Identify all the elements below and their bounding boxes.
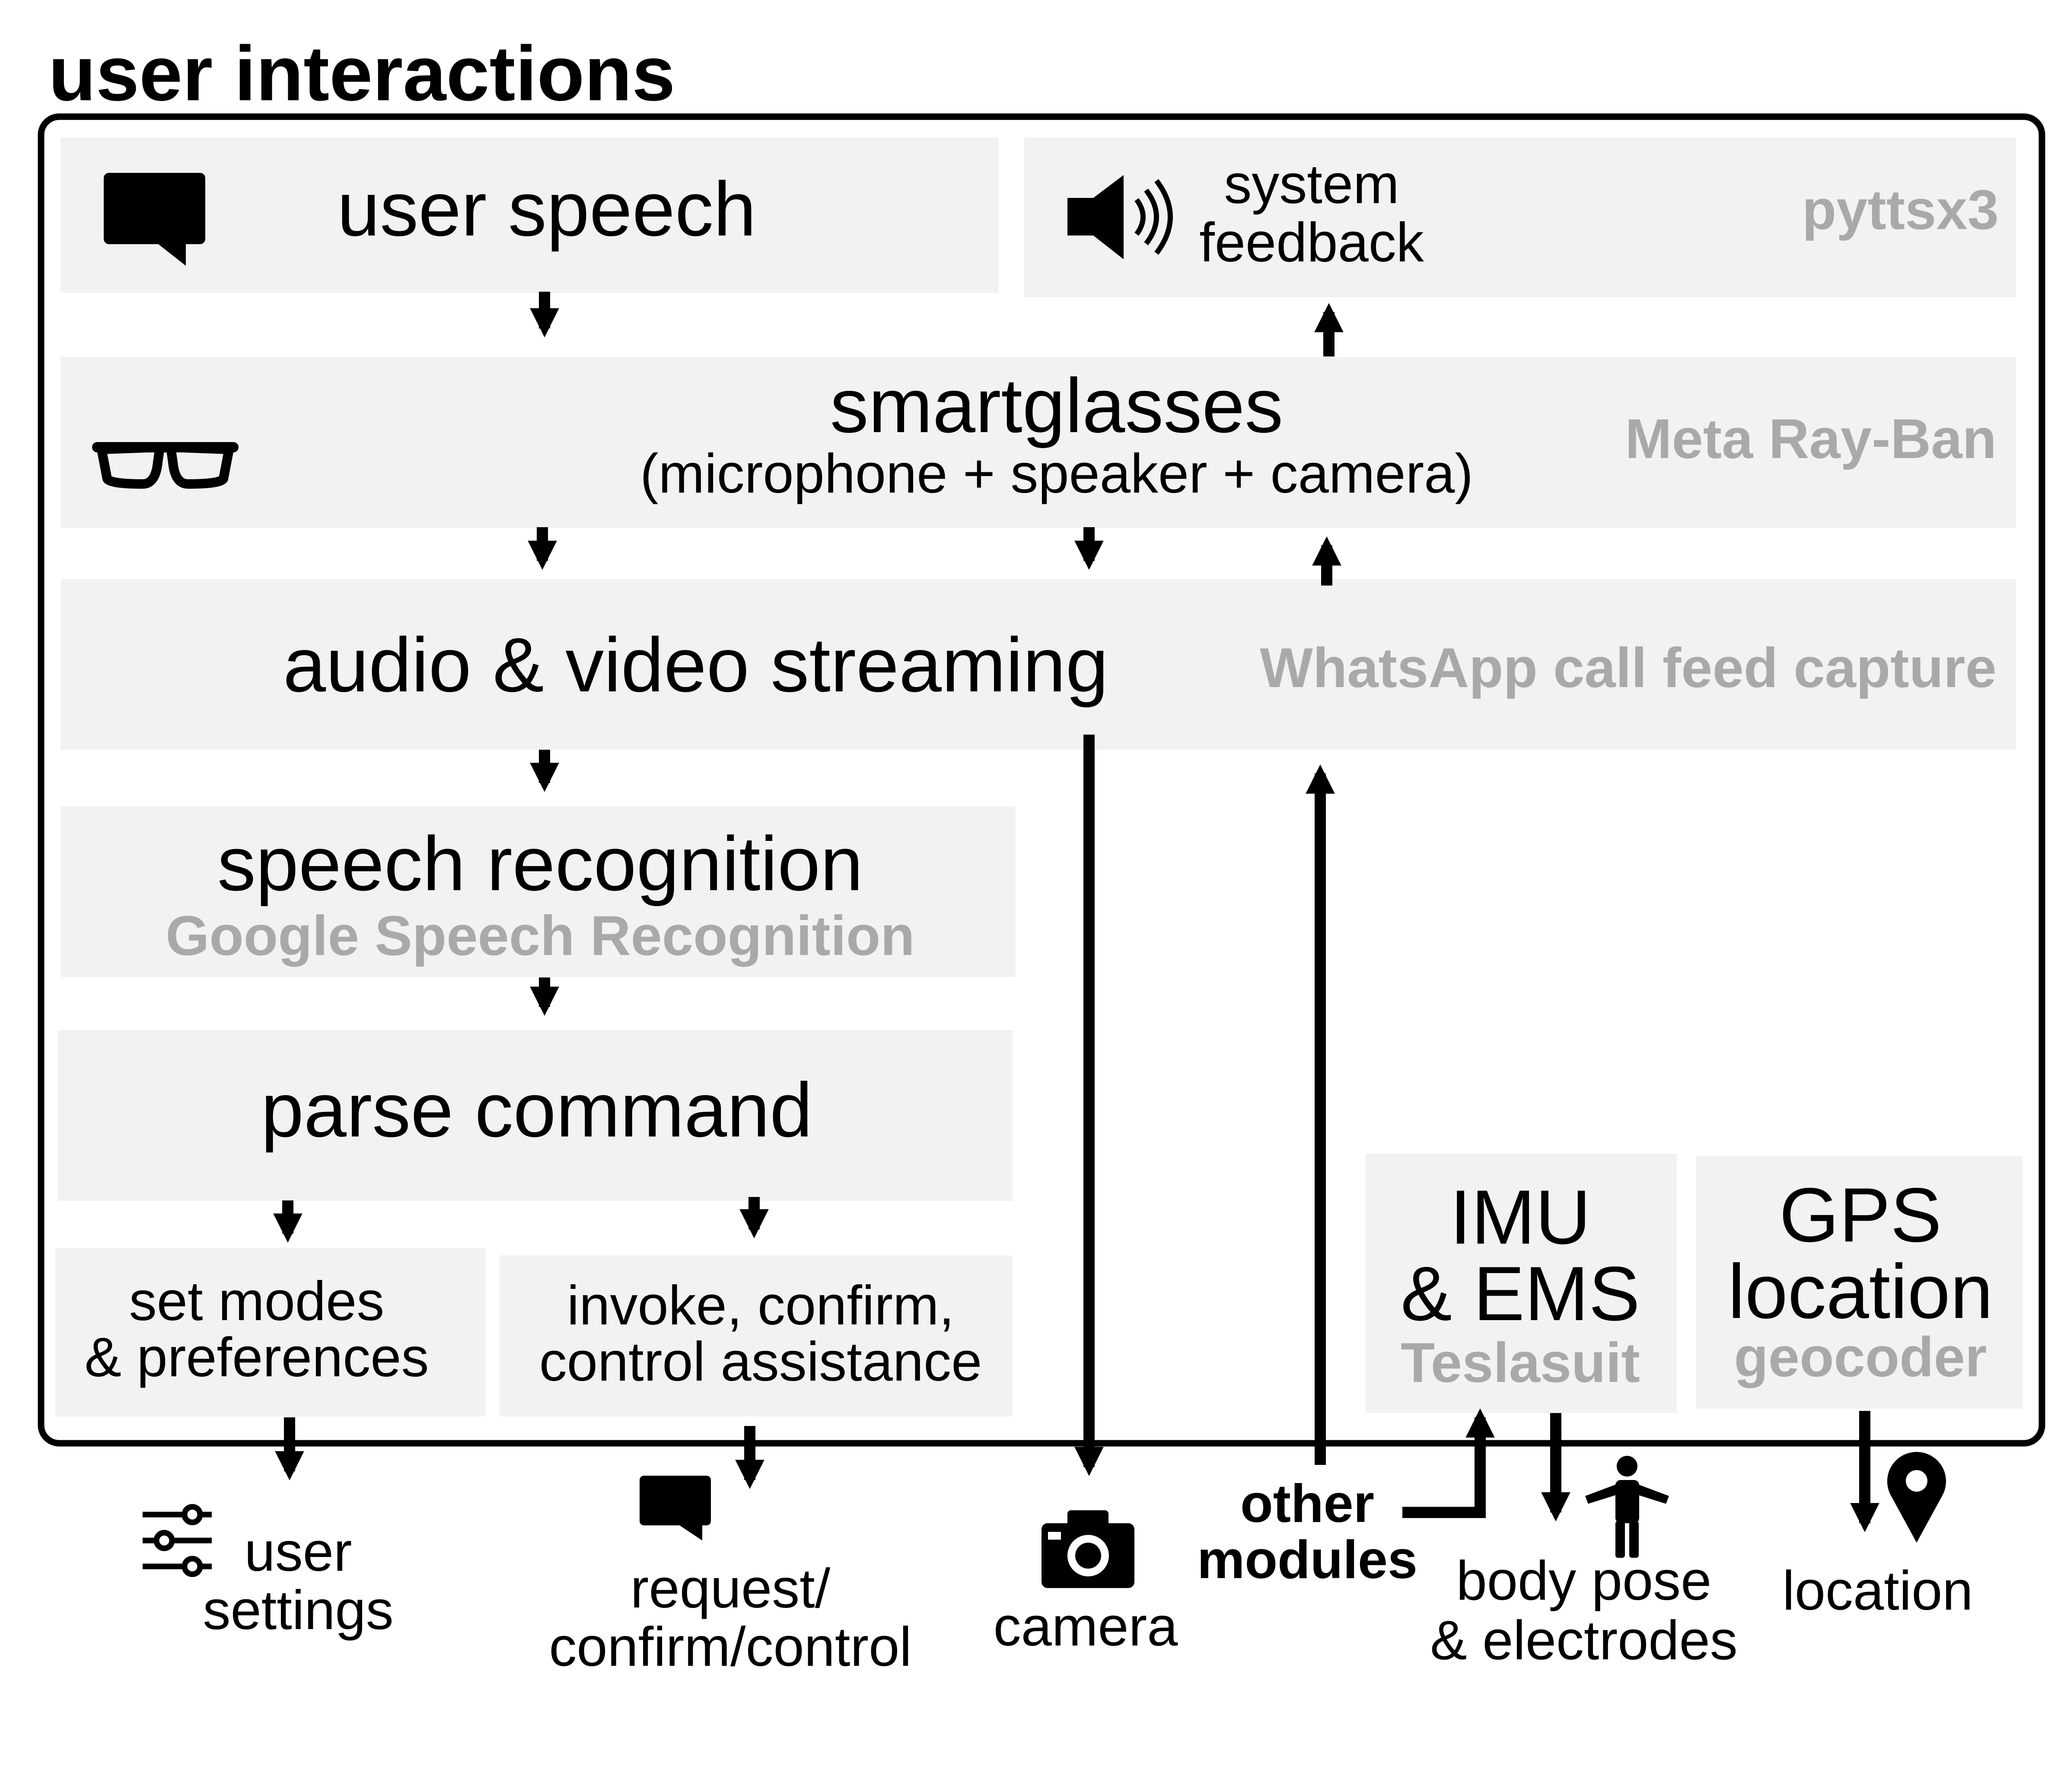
node-set-modes-label-1: set modes (129, 1270, 385, 1332)
node-gps-label-1: GPS (1779, 1172, 1942, 1258)
speech-bubble-icon (640, 1476, 711, 1541)
glasses-icon (92, 442, 239, 489)
node-smartglasses: smartglasses (microphone + speaker + cam… (61, 357, 2016, 528)
node-imu-ems-label-1: IMU (1450, 1174, 1591, 1260)
speech-bubble-icon (104, 173, 205, 266)
node-streaming-tool: WhatsApp call feed capture (1260, 636, 1997, 699)
interaction-frame (38, 113, 2045, 1447)
speaker-icon (1067, 175, 1173, 259)
camera-icon (1042, 1510, 1134, 1588)
node-invoke: invoke, confirm, control assistance (499, 1255, 1013, 1416)
output-request-label-1: request/ (631, 1558, 831, 1620)
node-speech-recognition-tool: Google Speech Recognition (166, 904, 914, 967)
output-user-settings-label-1: user (245, 1521, 352, 1583)
node-smartglasses-label: smartglasses (830, 363, 1284, 449)
output-camera: camera (994, 1510, 1178, 1658)
output-other-modules-label-2: modules (1197, 1530, 1417, 1590)
node-user-speech: user speech (61, 137, 998, 293)
diagram-title: user interactions (48, 30, 675, 117)
node-gps: GPS location geocoder (1696, 1156, 2023, 1409)
sliders-icon (143, 1504, 212, 1577)
output-user-settings: user settings (143, 1504, 394, 1641)
node-set-modes: set modes & preferences (55, 1248, 486, 1416)
output-user-settings-label-2: settings (203, 1579, 393, 1641)
node-user-speech-label: user speech (337, 166, 756, 252)
output-camera-label: camera (994, 1596, 1178, 1658)
location-pin-icon (1887, 1452, 1946, 1543)
node-invoke-label-1: invoke, confirm, (567, 1275, 954, 1337)
output-body-pose-label-2: & electrodes (1430, 1610, 1738, 1671)
node-system-feedback-tool: pyttsx3 (1802, 178, 1999, 241)
node-parse-command: parse command (58, 1030, 1013, 1201)
node-smartglasses-tool: Meta Ray-Ban (1625, 407, 1997, 470)
node-invoke-label-2: control assistance (539, 1331, 982, 1393)
output-location: location (1782, 1452, 1973, 1622)
node-smartglasses-sublabel: (microphone + speaker + camera) (640, 443, 1473, 505)
output-other-modules: other modules (1197, 1474, 1417, 1590)
output-location-label: location (1782, 1560, 1973, 1622)
node-imu-ems: IMU & EMS Teslasuit (1366, 1154, 1677, 1413)
node-imu-ems-label-2: & EMS (1401, 1251, 1640, 1337)
output-other-modules-label-1: other (1240, 1474, 1374, 1534)
arrows (273, 292, 1879, 1532)
arrow-modules-to-imu (1402, 1408, 1495, 1518)
output-body-pose-label-1: body pose (1456, 1550, 1712, 1612)
node-speech-recognition-label: speech recognition (217, 821, 863, 907)
output-body-pose: body pose & electrodes (1430, 1456, 1738, 1671)
output-request: request/ confirm/control (549, 1476, 912, 1678)
node-streaming-label: audio & video streaming (283, 622, 1108, 708)
body-figure-icon (1585, 1456, 1669, 1558)
node-system-feedback-label-1: system (1224, 153, 1399, 215)
node-parse-command-label: parse command (261, 1067, 812, 1153)
node-gps-tool: geocoder (1734, 1325, 1987, 1388)
node-gps-label-2: location (1728, 1248, 1993, 1334)
node-speech-recognition: speech recognition Google Speech Recogni… (61, 806, 1016, 977)
node-streaming: audio & video streaming WhatsApp call fe… (61, 579, 2016, 750)
node-set-modes-label-2: & preferences (85, 1327, 429, 1388)
node-system-feedback-label-2: feedback (1199, 212, 1424, 274)
node-imu-ems-tool: Teslasuit (1401, 1331, 1640, 1394)
output-request-label-2: confirm/control (549, 1616, 911, 1678)
node-system-feedback: system feedback pyttsx3 (1024, 137, 2016, 297)
